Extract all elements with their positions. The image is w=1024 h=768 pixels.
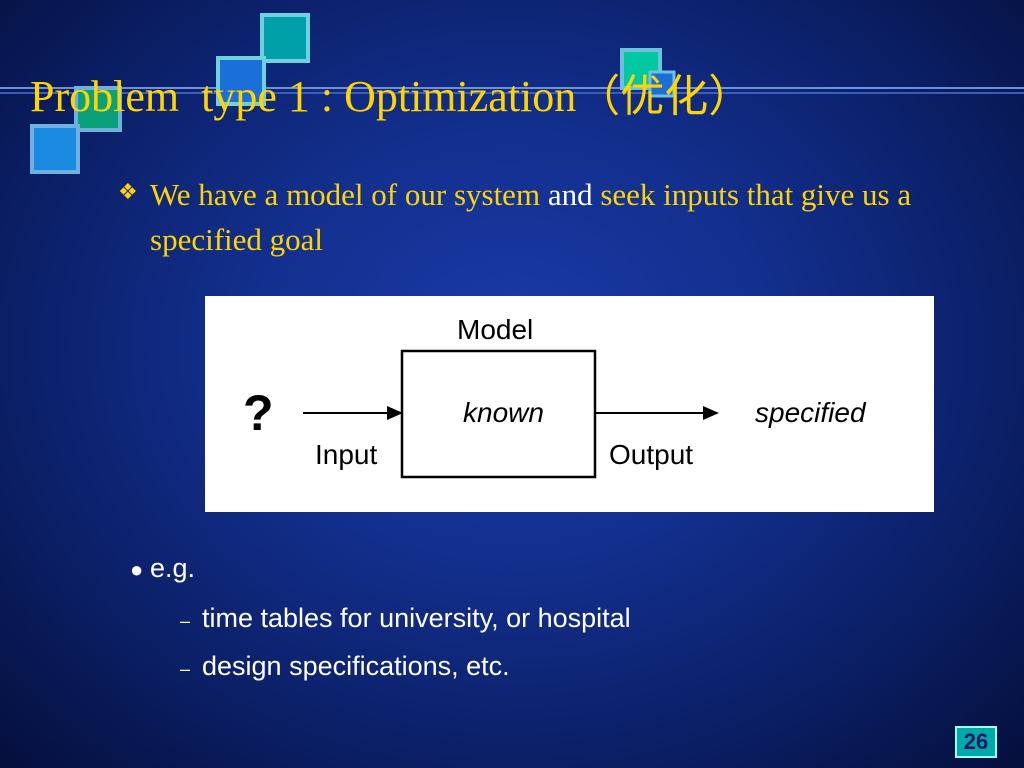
question-mark: ? <box>243 385 274 441</box>
example-item: –design specifications, etc. <box>180 648 510 687</box>
input-label: Input <box>315 439 378 470</box>
dash-bullet-icon: – <box>180 611 191 631</box>
bullet-text-part1: We have a model of our system <box>150 177 548 212</box>
model-label: Model <box>457 314 534 345</box>
diamond-bullet-icon: ❖ <box>118 179 138 204</box>
example-item-text: design specifications, etc. <box>202 651 510 681</box>
main-bullet: ❖ We have a model of our system and seek… <box>118 172 918 262</box>
dash-bullet-icon: – <box>180 659 191 679</box>
decorative-squares <box>0 13 1024 174</box>
main-bullet-text: We have a model of our system and seek i… <box>150 172 918 262</box>
bullet-text-part3: seek inputs that give us a specified goa… <box>150 177 912 257</box>
output-arrowhead <box>703 406 719 420</box>
example-item: –time tables for university, or hospital <box>180 600 631 639</box>
example-heading-text: e.g. <box>150 553 196 583</box>
input-arrowhead <box>387 406 403 420</box>
page-number: 26 <box>955 726 997 758</box>
example-item-text: time tables for university, or hospital <box>202 603 631 633</box>
result-specified: specified <box>755 397 866 428</box>
diagram-graphics <box>303 349 719 479</box>
bullet-text-and: and <box>547 177 593 212</box>
slide-title: Problem type 1 : Optimization（优化） <box>30 72 753 121</box>
box-text-known: known <box>463 397 544 428</box>
example-heading: ●e.g. <box>130 550 195 588</box>
model-diagram: ? Model known Input Output specified <box>205 296 934 512</box>
model-box <box>400 349 597 479</box>
circle-bullet-icon: ● <box>130 557 144 582</box>
output-label: Output <box>609 439 694 470</box>
